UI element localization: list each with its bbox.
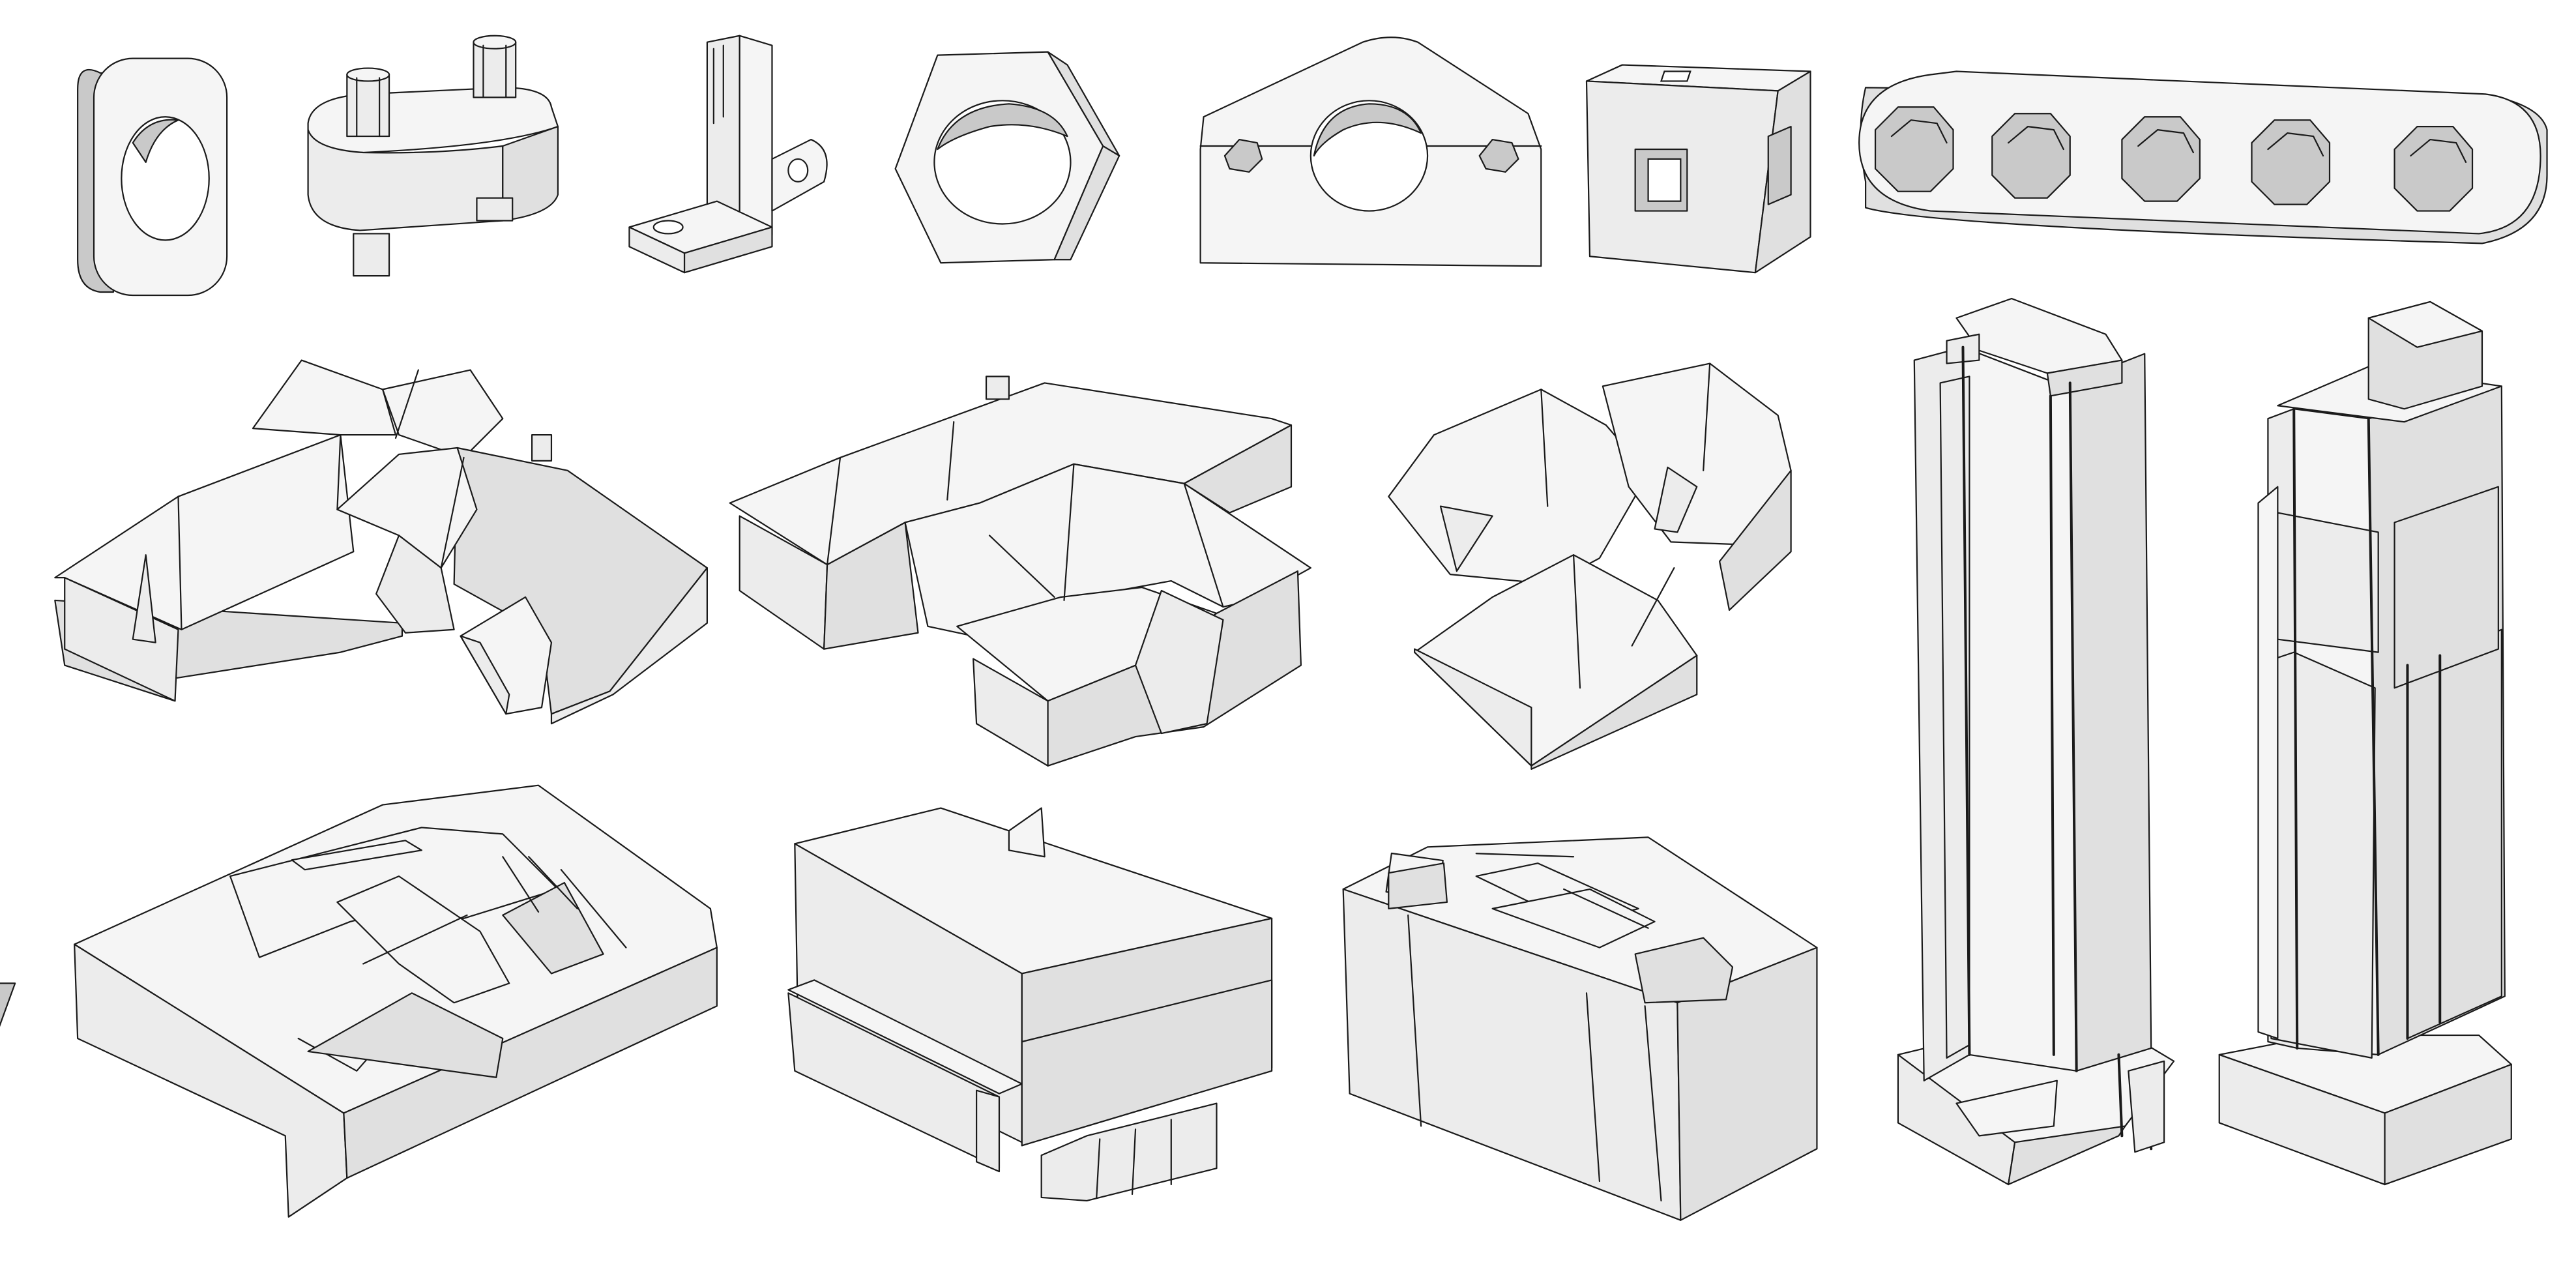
- mounting-plate-icon: [1201, 37, 1542, 266]
- office-block: [1343, 837, 1817, 1220]
- skyscraper-1: [1898, 299, 2174, 1184]
- rounded-washer-icon: [78, 59, 227, 295]
- perforated-bar-icon: [1859, 72, 2547, 244]
- house-roof-3: [1388, 364, 1791, 769]
- box-building: [788, 808, 1272, 1201]
- hollow-cube-icon: [1587, 65, 1810, 273]
- link-with-pins-icon: [308, 36, 558, 276]
- skyscraper-2: [2219, 302, 2511, 1184]
- flat-roof-building: [0, 786, 717, 1217]
- house-roof-1: [55, 360, 707, 724]
- house-roof-2: [730, 376, 1311, 765]
- angle-bracket-icon: [629, 36, 827, 272]
- hex-nut-icon: [896, 52, 1119, 263]
